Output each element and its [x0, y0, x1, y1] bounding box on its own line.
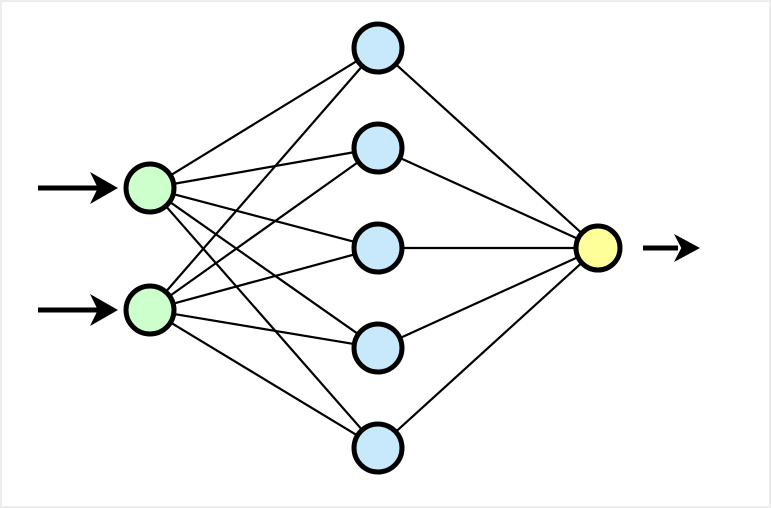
node-group	[123, 21, 623, 475]
output-arrow	[643, 234, 700, 262]
arrow-group	[38, 172, 700, 326]
connection-edge-i1-h1	[168, 58, 360, 178]
connection-edge-i1-h4	[167, 199, 361, 337]
connection-edge-i1-h2	[171, 150, 357, 186]
connection-edge-i2-h2	[167, 159, 361, 299]
connection-edge-i2-h3	[170, 252, 358, 306]
connection-edge-h4-o1	[397, 255, 581, 340]
edge-group	[163, 58, 584, 438]
connection-edge-i1-h5	[163, 203, 365, 433]
neuron-node-h3[interactable]	[351, 221, 405, 275]
connection-edge-h2-o1	[397, 156, 581, 241]
input-arrow-bottom	[38, 294, 118, 326]
neuron-node-h1[interactable]	[351, 21, 405, 75]
connection-edge-h5-o1	[393, 260, 584, 434]
input-arrow-top	[38, 172, 118, 204]
connection-edge-i2-h4	[171, 312, 357, 346]
neuron-node-h5[interactable]	[351, 421, 405, 475]
input-arrow-bottom-head-icon	[90, 294, 118, 326]
neuron-node-o1[interactable]	[573, 223, 623, 273]
layer-output	[573, 223, 623, 273]
layer-hidden	[351, 21, 405, 475]
output-arrow-head-icon	[674, 234, 700, 262]
input-arrow-top-head-icon	[90, 172, 118, 204]
neuron-node-i2[interactable]	[123, 283, 177, 337]
connection-edge-i1-h3	[170, 192, 358, 244]
connection-edge-i2-h1	[163, 63, 365, 295]
neuron-node-h4[interactable]	[351, 321, 405, 375]
layer-input	[123, 161, 177, 337]
neuron-node-h2[interactable]	[351, 121, 405, 175]
connection-edge-h1-o1	[393, 62, 584, 236]
connection-edge-i2-h5	[168, 320, 360, 438]
neuron-node-i1[interactable]	[123, 161, 177, 215]
